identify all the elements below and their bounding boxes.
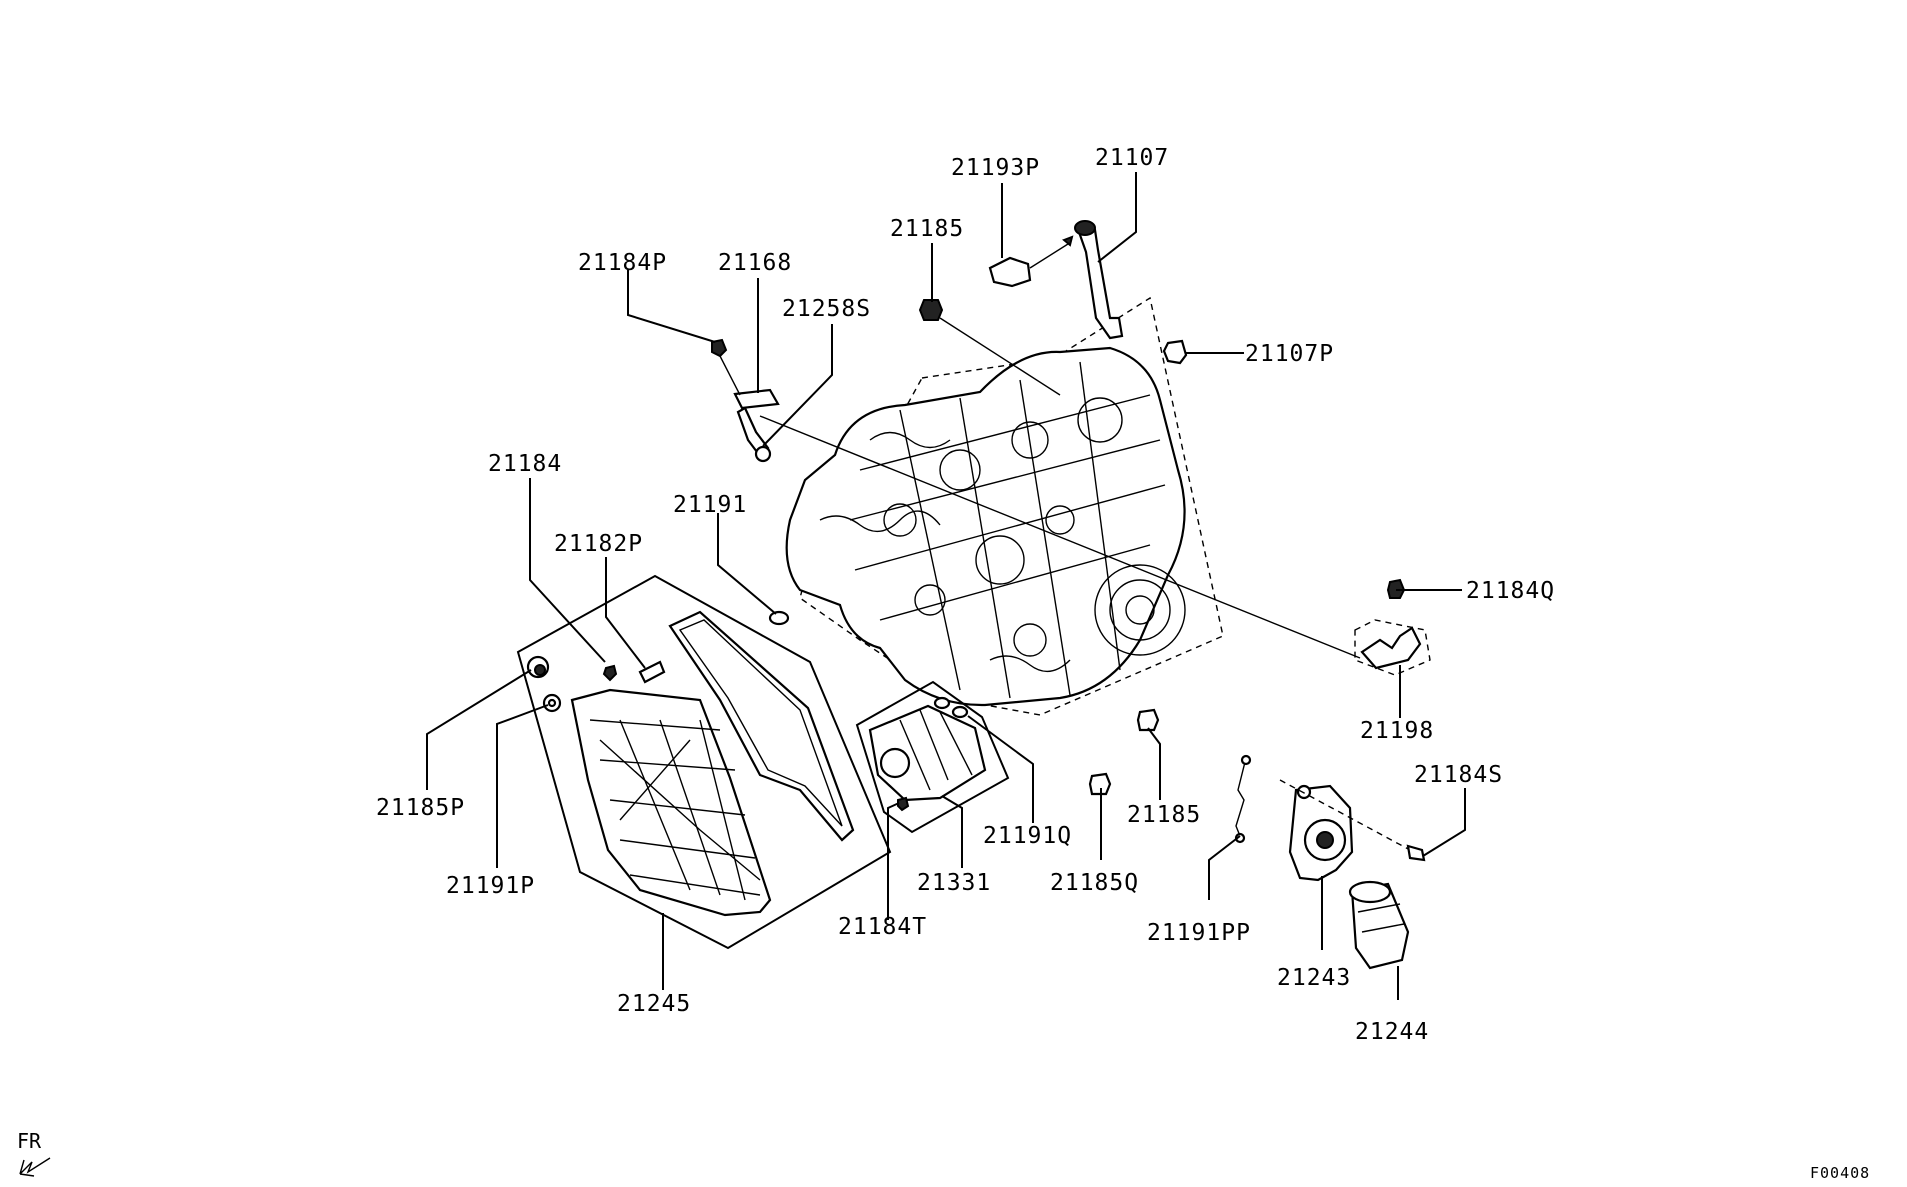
label-21168: 21168 — [718, 250, 792, 276]
strainer-group-21331 — [855, 680, 1010, 834]
label-21193P: 21193P — [951, 155, 1040, 181]
part-labels: 21193P 21107 21185 21184P 21168 21258S 2… — [376, 145, 1555, 1045]
label-21185P: 21185P — [376, 795, 465, 821]
label-21184P: 21184P — [578, 250, 667, 276]
label-21191P: 21191P — [446, 873, 535, 899]
fr-label: FR — [17, 1129, 42, 1153]
label-21191Q: 21191Q — [983, 823, 1072, 849]
plug-21185Q — [1088, 772, 1112, 796]
label-21185Q: 21185Q — [1050, 870, 1139, 896]
bracket-21198 — [1354, 578, 1431, 676]
label-21184: 21184 — [488, 451, 562, 477]
plug-21107P — [1162, 339, 1188, 365]
label-21182P: 21182P — [554, 531, 643, 557]
label-21184T: 21184T — [838, 914, 927, 940]
front-direction-indicator: FR — [17, 1129, 51, 1177]
oil-pan-group-21245 — [516, 574, 892, 950]
fr-arrow-icon — [19, 1157, 51, 1177]
label-21185-top: 21185 — [890, 216, 964, 242]
label-21245: 21245 — [617, 991, 691, 1017]
label-21243: 21243 — [1277, 965, 1351, 991]
diagram-code: F00408 — [1810, 1164, 1870, 1182]
label-21198: 21198 — [1360, 718, 1434, 744]
dipstick-21107 — [1074, 220, 1124, 340]
label-21184Q: 21184Q — [1466, 578, 1555, 604]
bolt-21185-top — [918, 299, 1061, 396]
label-21185-lower: 21185 — [1127, 802, 1201, 828]
solenoid-21243 — [1279, 779, 1426, 882]
label-21184S: 21184S — [1414, 762, 1503, 788]
label-21258S: 21258S — [782, 296, 871, 322]
rod-through-transmission — [759, 415, 1361, 659]
bolt-21185-lower — [1136, 708, 1160, 732]
sensor-21244 — [1348, 880, 1410, 970]
sensor-21193P — [988, 235, 1074, 288]
transmission-assembly — [785, 296, 1224, 716]
label-21107: 21107 — [1095, 145, 1169, 171]
leader-lines — [426, 172, 1466, 1000]
label-21191PP: 21191PP — [1147, 920, 1251, 946]
label-21191: 21191 — [673, 492, 747, 518]
label-21331: 21331 — [917, 870, 991, 896]
label-21244: 21244 — [1355, 1019, 1429, 1045]
bracket-21168 — [711, 338, 780, 463]
label-21107P: 21107P — [1245, 341, 1334, 367]
harness-21191PP — [1234, 754, 1252, 844]
